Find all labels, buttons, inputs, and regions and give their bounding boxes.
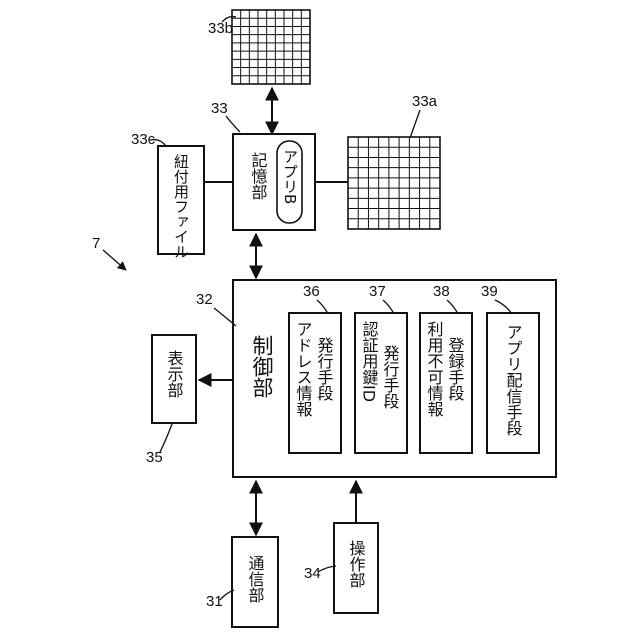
means-39-line1: アプリ配信手段: [504, 324, 523, 436]
figure-ref-number: 7: [92, 235, 100, 252]
control-block: 制御部 32 アドレス情報 発行手段 36 認証用鍵ID 発行手段 37 利用不…: [196, 280, 556, 477]
operation-block: 操作部 34: [304, 523, 378, 613]
linking-file-label: 紐付用ファイル: [172, 154, 190, 259]
control-ref: 32: [196, 291, 213, 308]
table-33a-ref: 33a: [412, 93, 438, 110]
display-label: 表示部: [165, 350, 184, 398]
means-36-line2: 発行手段: [315, 337, 334, 401]
storage-label: 記憶部: [249, 152, 268, 200]
app-b-label: アプリB: [281, 149, 299, 204]
means-36-ref: 36: [303, 283, 320, 300]
table-33b-frame: [232, 10, 310, 84]
storage-block: 記憶部 アプリB 33: [211, 100, 315, 230]
storage-leader: [226, 116, 240, 132]
means-38-line1: 利用不可情報: [425, 321, 444, 417]
linking-file-block: 紐付用ファイル 33c: [131, 131, 204, 259]
means-37-line1: 認証用鍵ID: [360, 321, 379, 402]
means-38-line2: 登録手段: [446, 337, 465, 401]
display-leader: [160, 424, 172, 452]
means-37-ref: 37: [369, 283, 386, 300]
table-33a-leader: [410, 110, 420, 138]
communication-label: 通信部: [246, 555, 265, 603]
means-39-ref: 39: [481, 283, 498, 300]
table-33b-ref: 33b: [208, 20, 233, 37]
figure-ref: 7: [92, 235, 126, 270]
communication-block: 通信部 31: [206, 537, 278, 627]
control-label: 制御部: [250, 335, 274, 398]
table-33b: 33b: [208, 10, 310, 84]
means-38-ref: 38: [433, 283, 450, 300]
table-33a: 33a: [348, 93, 440, 229]
operation-label: 操作部: [347, 540, 366, 588]
operation-ref: 34: [304, 565, 321, 582]
figure-ref-arrow: [103, 250, 126, 270]
storage-ref: 33: [211, 100, 228, 117]
table-33a-frame: [348, 137, 440, 229]
means-37-line2: 発行手段: [381, 345, 400, 409]
display-block: 表示部 35: [146, 335, 196, 466]
means-36-line1: アドレス情報: [294, 321, 313, 417]
communication-ref: 31: [206, 593, 223, 610]
